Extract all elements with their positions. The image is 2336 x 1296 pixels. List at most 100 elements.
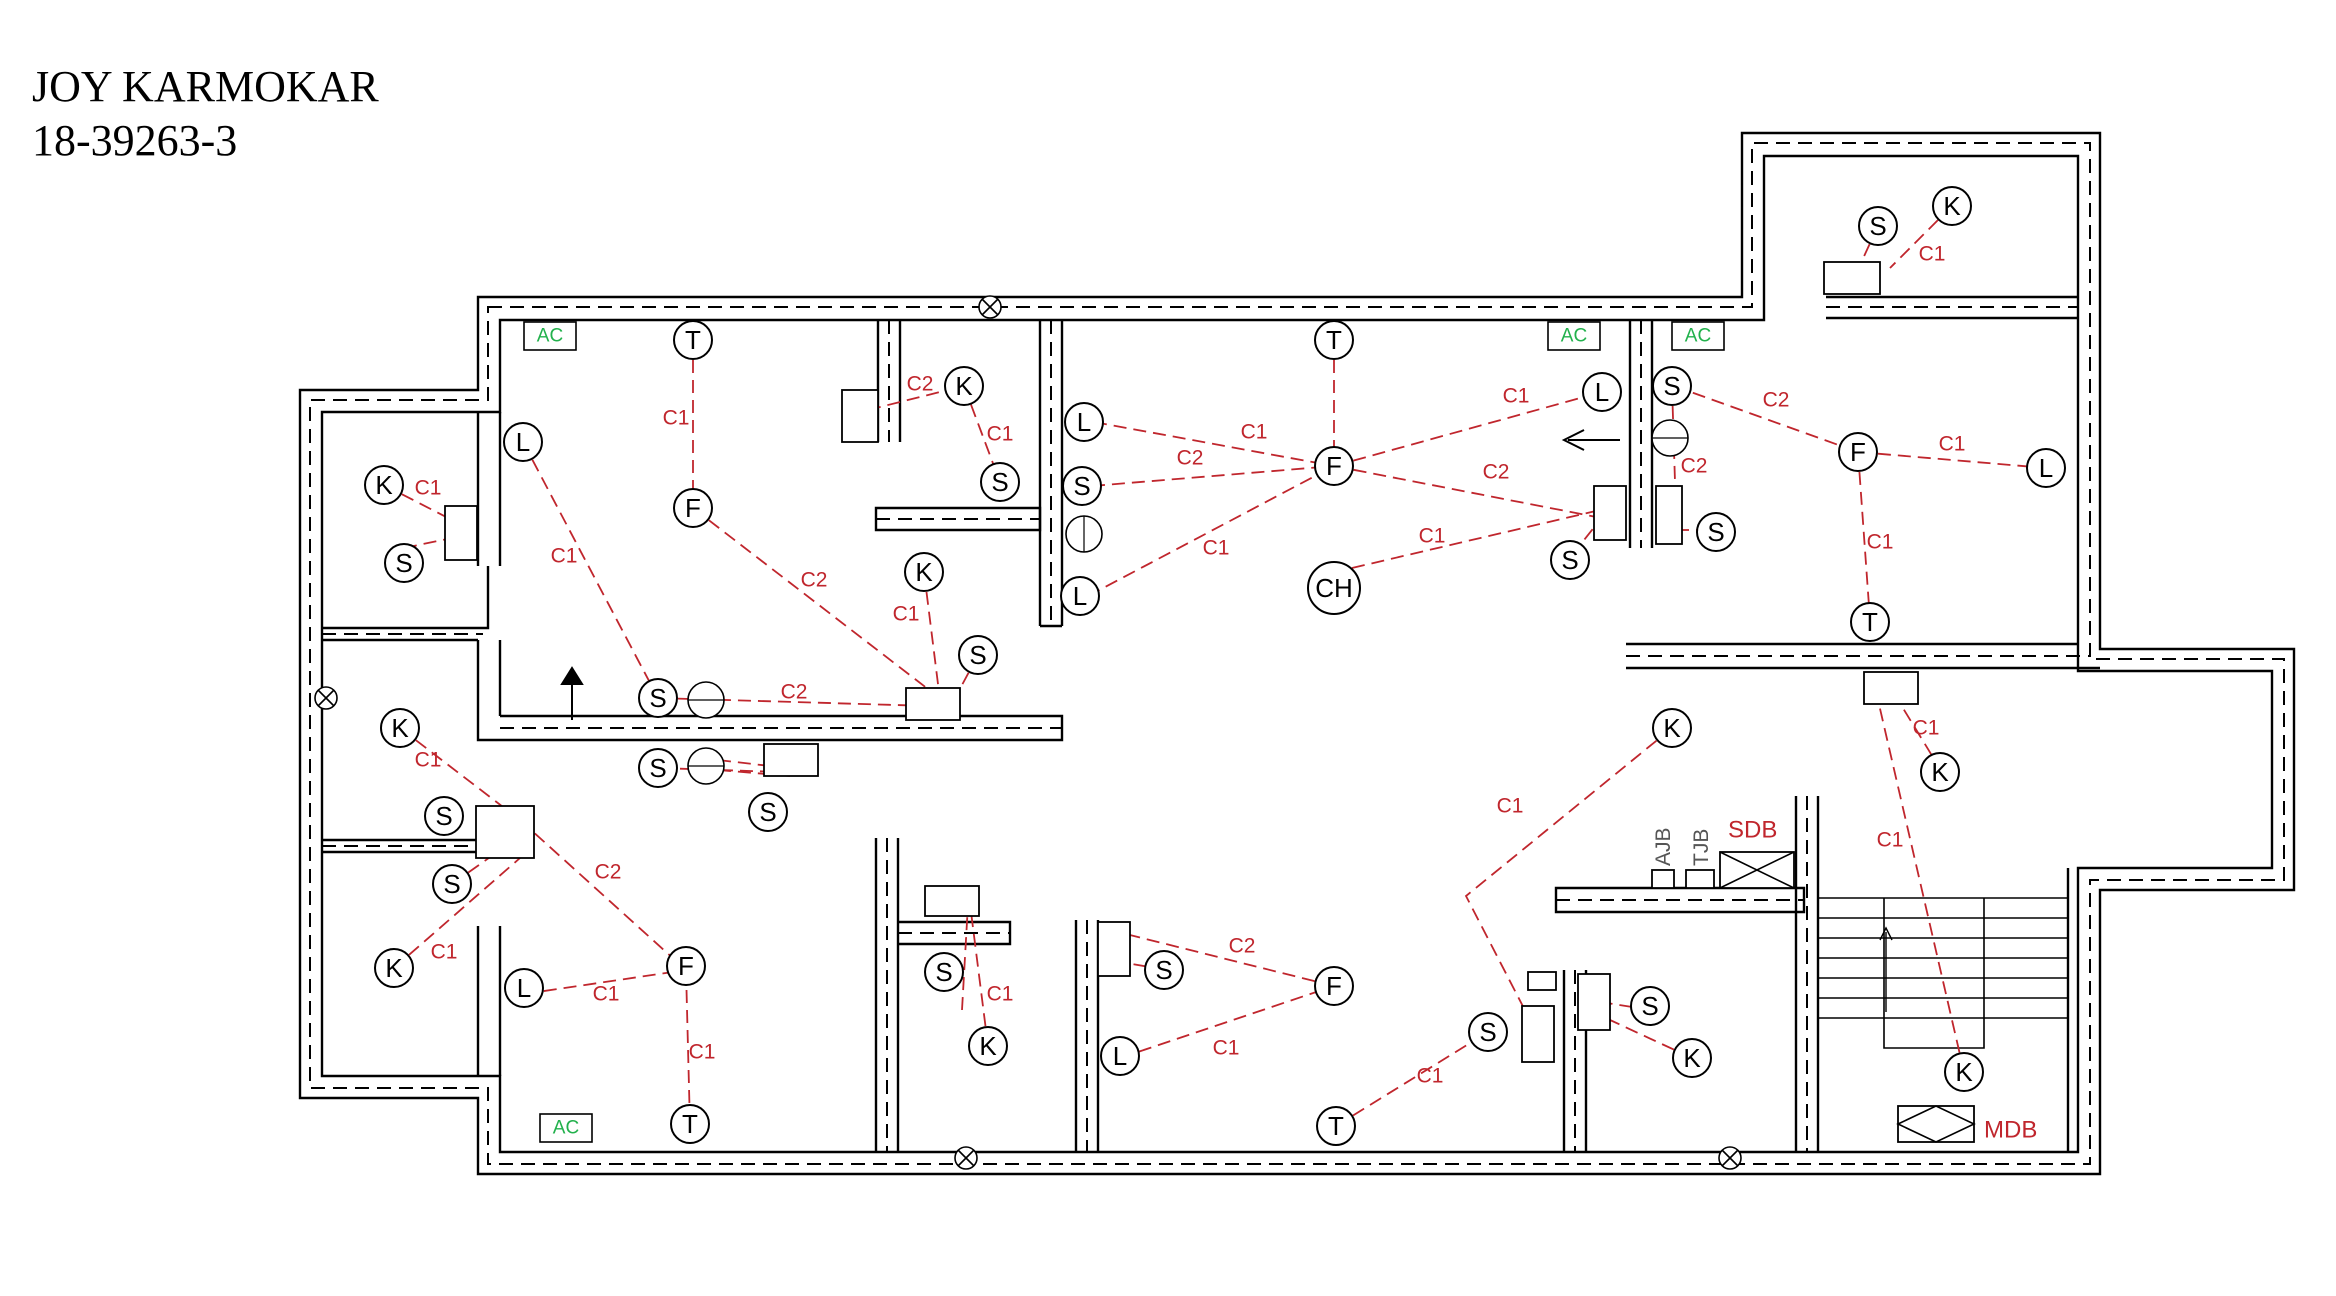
ajb-label: AJB (1652, 827, 1675, 866)
symbol-k: K (364, 465, 404, 505)
symbol-k: K (1944, 1052, 1984, 1092)
svg-text:S: S (1479, 1017, 1496, 1047)
svg-text:K: K (391, 713, 409, 743)
circuit-label-c1: C1 (1497, 795, 1524, 818)
symbol-k: K (1920, 752, 1960, 792)
circuit-label-c1: C1 (663, 407, 690, 430)
circuit-label-c2: C2 (1681, 455, 1708, 478)
circuit-label-c1: C1 (987, 423, 1014, 446)
student-id: 18-39263-3 (32, 116, 238, 165)
author-name: JOY KARMOKAR (32, 62, 379, 111)
svg-text:K: K (979, 1031, 997, 1061)
svg-text:S: S (759, 797, 776, 827)
svg-text:S: S (649, 753, 666, 783)
svg-text:L: L (2039, 453, 2053, 483)
symbol-f: F (673, 488, 713, 528)
svg-text:K: K (1663, 713, 1681, 743)
ventilator-icon (978, 295, 1002, 319)
ventilator-icon (954, 1146, 978, 1170)
symbol-l: L (1060, 576, 1100, 616)
svg-text:S: S (1073, 471, 1090, 501)
symbol-s: S (1652, 366, 1692, 406)
ac-label: AC (1561, 326, 1587, 347)
svg-text:K: K (915, 557, 933, 587)
tjb-label: TJB (1690, 829, 1713, 866)
circuit-label-c2: C2 (1763, 389, 1790, 412)
svg-text:L: L (1113, 1041, 1127, 1071)
ac-unit: AC (1547, 321, 1601, 351)
svg-text:K: K (1683, 1043, 1701, 1073)
symbol-k: K (944, 366, 984, 406)
svg-text:S: S (991, 467, 1008, 497)
svg-text:T: T (1328, 1111, 1344, 1141)
svg-text:T: T (1326, 325, 1342, 355)
symbol-s: S (1858, 206, 1898, 246)
sdb-board: SDB (1719, 817, 1795, 889)
svg-text:S: S (1869, 211, 1886, 241)
mdb-board: MDB (1896, 1105, 2037, 1144)
svg-text:L: L (1077, 407, 1091, 437)
symbol-k: K (374, 948, 414, 988)
circuit-label-c1: C1 (1913, 717, 1940, 740)
symbol-s: S (384, 543, 424, 583)
circuit-label-c2: C2 (1229, 935, 1256, 958)
svg-text:K: K (385, 953, 403, 983)
circuit-label-c1: C1 (593, 983, 620, 1006)
svg-text:S: S (935, 957, 952, 987)
svg-text:T: T (682, 1109, 698, 1139)
circuit-label-c1: C1 (1417, 1065, 1444, 1088)
symbol-t: T (1316, 1106, 1356, 1146)
circuit-label-c1: C1 (987, 983, 1014, 1006)
symbol-t: T (670, 1104, 710, 1144)
svg-text:CH: CH (1315, 573, 1353, 603)
symbols: TFLKSKSKSSSSKSSKLFTSKTLSLFCHLSSSFLTSKKKF… (364, 186, 2066, 1146)
circuit-label-c2: C2 (1483, 461, 1510, 484)
symbol-s: S (958, 635, 998, 675)
svg-text:T: T (1862, 607, 1878, 637)
svg-text:S: S (649, 683, 666, 713)
symbol-t: T (673, 320, 713, 360)
symbol-l: L (1064, 402, 1104, 442)
svg-text:S: S (443, 869, 460, 899)
ac-label: AC (1685, 326, 1711, 347)
symbol-s: S (424, 796, 464, 836)
symbol-t: T (1850, 602, 1890, 642)
ac-unit: AC (539, 1113, 593, 1143)
circuit-label-c1: C1 (1503, 385, 1530, 408)
symbol-s: S (924, 952, 964, 992)
svg-text:F: F (678, 951, 694, 981)
symbol-l: L (504, 968, 544, 1008)
symbol-s: S (1468, 1012, 1508, 1052)
fixture-boxes (444, 261, 1919, 1063)
circuit-label-c1: C1 (1419, 525, 1446, 548)
circuit-label-c1: C1 (551, 545, 578, 568)
circuit-label-c1: C1 (1919, 243, 1946, 266)
svg-text:S: S (435, 801, 452, 831)
svg-text:K: K (375, 470, 393, 500)
symbol-s: S (638, 678, 678, 718)
svg-text:F: F (1326, 971, 1342, 1001)
svg-text:L: L (517, 973, 531, 1003)
title-block: JOY KARMOKAR 18-39263-3 (32, 60, 379, 168)
symbol-k: K (1652, 708, 1692, 748)
circuit-label-c1: C1 (431, 941, 458, 964)
svg-text:F: F (1326, 451, 1342, 481)
walls (298, 131, 2296, 1176)
symbol-s: S (1144, 950, 1184, 990)
circuit-label-c1: C1 (893, 603, 920, 626)
junction-boxes: AJB TJB (1651, 827, 1715, 889)
symbol-f: F (1838, 432, 1878, 472)
symbol-s: S (748, 792, 788, 832)
circuit-label-c2: C2 (1177, 447, 1204, 470)
symbol-l: L (2026, 448, 2066, 488)
svg-text:K: K (1943, 191, 1961, 221)
circuit-label-c1: C1 (1939, 433, 1966, 456)
circuit-label-c1: C1 (415, 477, 442, 500)
symbol-k: K (380, 708, 420, 748)
circuit-label-c2: C2 (595, 861, 622, 884)
ac-unit: AC (523, 321, 577, 351)
circuit-label-c1: C1 (1241, 421, 1268, 444)
svg-text:S: S (395, 548, 412, 578)
svg-text:K: K (1931, 757, 1949, 787)
symbol-f: F (1314, 966, 1354, 1006)
